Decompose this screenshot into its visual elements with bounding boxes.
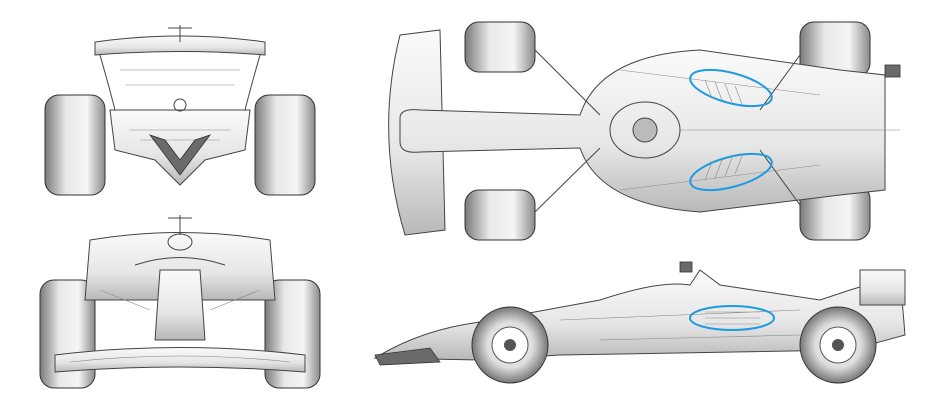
nose — [154, 269, 206, 341]
side-view — [373, 261, 906, 384]
rear-left-tyre — [44, 94, 106, 196]
rear-right-tyre — [254, 94, 316, 196]
front-view — [39, 215, 321, 389]
front-bodywork — [84, 232, 276, 301]
top-view — [388, 21, 901, 241]
top-front-left-tyre — [464, 21, 536, 73]
highlight-side-sidepod — [689, 305, 775, 331]
front-wing — [54, 347, 306, 373]
rear-wing-side — [859, 269, 906, 306]
highlight-upper-sidepod — [689, 68, 773, 108]
top-front-right-tyre — [464, 189, 536, 241]
rear-view — [44, 25, 316, 196]
airbox — [167, 233, 193, 251]
rear-diffuser — [109, 109, 251, 186]
highlight-lower-sidepod — [689, 152, 773, 192]
rear-wing — [94, 35, 266, 56]
